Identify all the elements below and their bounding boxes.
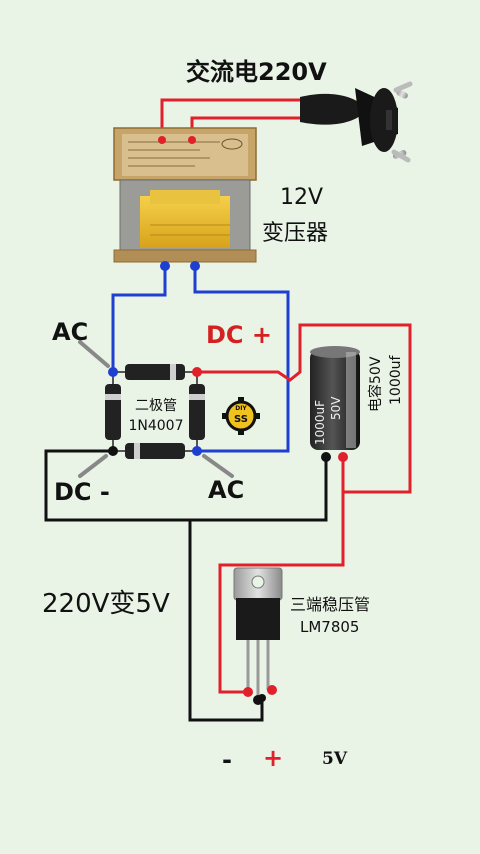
node-ac-right bbox=[192, 446, 202, 456]
secondary-wires bbox=[111, 265, 290, 453]
transformer-label-line2: 变压器 bbox=[262, 221, 328, 246]
transformer bbox=[113, 127, 257, 271]
output-minus-label: - bbox=[222, 746, 232, 774]
node-dc-minus bbox=[108, 446, 118, 456]
diode-label-line1: 二极管 bbox=[135, 398, 177, 414]
ac-left-label: AC bbox=[52, 318, 88, 346]
diode-label-line2: 1N4007 bbox=[128, 418, 183, 434]
dc-plus-wires bbox=[197, 323, 412, 694]
regulator-label-line1: 三端稳压管 bbox=[290, 595, 370, 614]
node-dc-plus bbox=[192, 367, 202, 377]
dc-minus-label: DC - bbox=[54, 478, 110, 506]
diode-top bbox=[125, 364, 185, 380]
diode-bottom bbox=[125, 443, 185, 459]
ac-right-label: AC bbox=[208, 476, 244, 504]
bridge-rectifier bbox=[105, 364, 205, 459]
voltage-regulator bbox=[233, 567, 283, 705]
capacitor-print-voltage: 50V bbox=[329, 396, 343, 420]
ground-wires bbox=[44, 449, 328, 722]
transformer-label-line1: 12V bbox=[280, 185, 323, 210]
dc-plus-label: DC + bbox=[206, 321, 272, 349]
label-pointers bbox=[78, 340, 234, 478]
capacitor-print-capacitance: 1000uF bbox=[313, 400, 327, 445]
ac-input-label: 交流电220V bbox=[186, 58, 327, 86]
capacitor-label-line1: 电容50V bbox=[367, 356, 384, 412]
capacitor: 1000uF 50V bbox=[310, 346, 360, 462]
logo-top-text: DIY bbox=[235, 405, 247, 412]
logo-main-text: SS bbox=[234, 414, 248, 425]
capacitor-label-line2: 1000uf bbox=[388, 354, 404, 405]
output-plus-label: + bbox=[263, 744, 283, 772]
ac-plug bbox=[300, 81, 413, 163]
conversion-label: 220V变5V bbox=[42, 589, 170, 619]
regulator-label-line2: LM7805 bbox=[300, 618, 359, 636]
diy-logo: DIY SS bbox=[222, 397, 260, 435]
output-dots bbox=[258, 694, 266, 702]
output-voltage-label: 5V bbox=[322, 749, 348, 769]
diode-right bbox=[189, 384, 205, 440]
diode-left bbox=[105, 384, 121, 440]
node-ac-left bbox=[108, 367, 118, 377]
